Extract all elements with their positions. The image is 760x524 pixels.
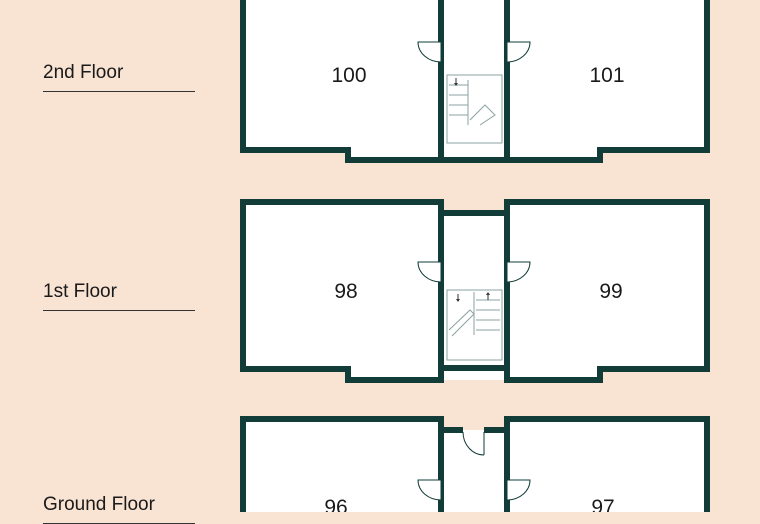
door-unit-96[interactable] [417, 479, 442, 501]
floor-plan: 100 101 98 99 [240, 0, 710, 512]
door-unit-99[interactable] [506, 261, 531, 283]
unit-number: 99 [599, 280, 622, 303]
unit-number: 97 [591, 496, 614, 512]
unit-99-room[interactable] [504, 199, 710, 383]
door-unit-100[interactable] [417, 41, 442, 63]
floor-label-2nd: 2nd Floor [43, 62, 195, 92]
unit-number: 101 [589, 64, 624, 87]
door-unit-101[interactable] [506, 41, 531, 63]
floor-ground-group: 96 97 [240, 416, 710, 512]
stairwell-2nd [446, 74, 503, 144]
door-unit-98[interactable] [417, 261, 442, 283]
unit-97-room[interactable] [504, 416, 710, 512]
floor-label-1st: 1st Floor [43, 281, 195, 311]
floor-1st-group: 98 99 [240, 199, 710, 383]
stairwell-1st [446, 289, 503, 361]
entrance-door[interactable] [462, 431, 485, 456]
unit-number: 100 [331, 64, 366, 87]
unit-number: 96 [324, 496, 347, 512]
unit-98-room[interactable] [240, 199, 444, 383]
unit-number: 98 [334, 280, 357, 303]
unit-96-room[interactable] [240, 416, 444, 512]
door-unit-97[interactable] [506, 479, 531, 501]
unit-100-room[interactable] [240, 0, 444, 163]
floor-2nd-group: 100 101 [240, 0, 710, 163]
